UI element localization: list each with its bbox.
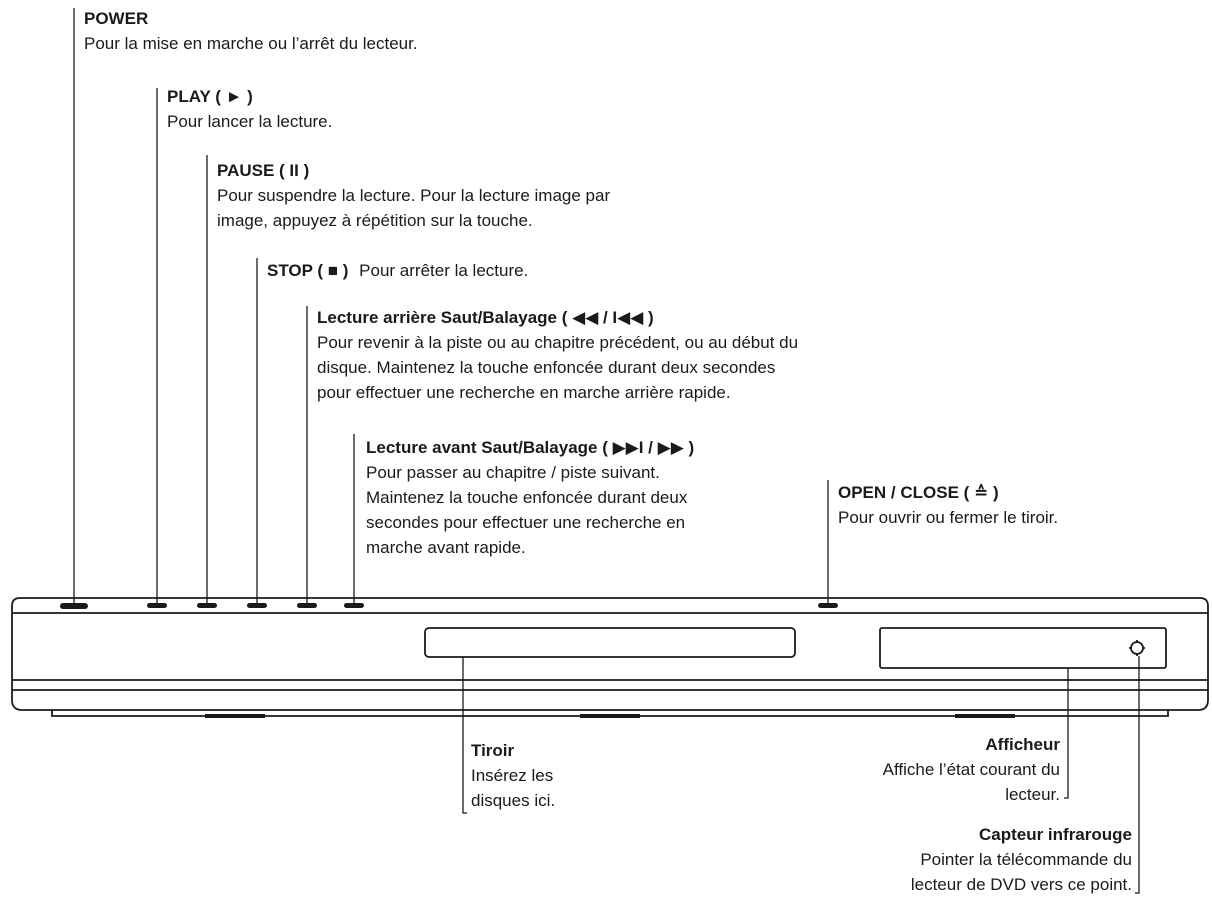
callout-open-close: OPEN / CLOSE ( ≙ ) Pour ouvrir ou fermer… [838, 480, 1058, 530]
pause-desc-1: Pour suspendre la lecture. Pour la lectu… [217, 186, 611, 205]
callout-play: PLAY ( ► ) Pour lancer la lecture. [167, 84, 332, 134]
open-close-title: OPEN / CLOSE ( ≙ ) [838, 483, 999, 502]
tray-title: Tiroir [471, 741, 515, 760]
play-button [147, 603, 167, 608]
ir-sensor-icon [1129, 640, 1145, 656]
rew-desc-3: pour effectuer une recherche en marche a… [317, 383, 731, 402]
display-title: Afficheur [985, 735, 1060, 754]
display-desc-2: lecteur. [1005, 785, 1060, 804]
foot-middle [580, 714, 640, 718]
fwd-desc-4: marche avant rapide. [366, 538, 526, 557]
ir-sensor-desc-1: Pointer la télécommande du [920, 850, 1132, 869]
rew-title: Lecture arrière Saut/Balayage ( ◀◀ / I◀◀… [317, 308, 654, 327]
display-desc-1: Affiche l’état courant du [882, 760, 1060, 779]
fwd-desc-2: Maintenez la touche enfoncée durant deux [366, 488, 688, 507]
leader-tray [462, 657, 467, 814]
callout-fwd: Lecture avant Saut/Balayage ( ▶▶I / ▶▶ )… [366, 435, 694, 560]
callout-power: POWER Pour la mise en marche ou l’arrêt … [84, 6, 418, 56]
leader-ir [1135, 656, 1140, 894]
pause-desc-2: image, appuyez à répétition sur la touch… [217, 211, 533, 230]
stop-desc: Pour arrêter la lecture. [359, 261, 529, 280]
callout-display: Afficheur Affiche l’état courant du lect… [883, 732, 1060, 807]
stop-button [247, 603, 267, 608]
foot-left [205, 714, 265, 718]
callout-stop: STOP ( ■ ) Pour arrêter la lecture. [267, 258, 528, 283]
foot-right [955, 714, 1015, 718]
power-title: POWER [84, 9, 149, 28]
play-desc: Pour lancer la lecture. [167, 112, 333, 131]
stop-title: STOP ( ■ ) [267, 261, 349, 280]
open-close-button [818, 603, 838, 608]
display-window [879, 627, 1167, 669]
tray-desc-2: disques ici. [471, 791, 556, 810]
power-desc: Pour la mise en marche ou l’arrêt du lec… [84, 34, 418, 53]
callout-rew: Lecture arrière Saut/Balayage ( ◀◀ / I◀◀… [317, 305, 798, 405]
fwd-button [344, 603, 364, 608]
ir-sensor-desc-2: lecteur de DVD vers ce point. [910, 875, 1132, 894]
ir-sensor-title: Capteur infrarouge [978, 825, 1132, 844]
pause-title: PAUSE ( II ) [217, 161, 310, 180]
power-button [60, 603, 88, 609]
disc-tray [424, 627, 796, 658]
fwd-desc-3: secondes pour effectuer une recherche en [366, 513, 686, 532]
callout-ir-sensor: Capteur infrarouge Pointer la télécomman… [911, 822, 1132, 897]
callout-pause: PAUSE ( II ) Pour suspendre la lecture. … [217, 158, 610, 233]
tray-desc-1: Insérez les [471, 766, 554, 785]
open-close-desc: Pour ouvrir ou fermer le tiroir. [838, 508, 1059, 527]
pause-button [197, 603, 217, 608]
fwd-desc-1: Pour passer au chapitre / piste suivant. [366, 463, 660, 482]
rew-desc-2: disque. Maintenez la touche enfoncée dur… [317, 358, 776, 377]
rew-desc-1: Pour revenir à la piste ou au chapitre p… [317, 333, 799, 352]
rew-button [297, 603, 317, 608]
play-title: PLAY ( ► ) [167, 87, 253, 106]
fwd-title: Lecture avant Saut/Balayage ( ▶▶I / ▶▶ ) [366, 438, 695, 457]
leader-display [1064, 668, 1069, 799]
callout-tray: Tiroir Insérez les disques ici. [471, 738, 555, 813]
player-body [11, 597, 1209, 711]
